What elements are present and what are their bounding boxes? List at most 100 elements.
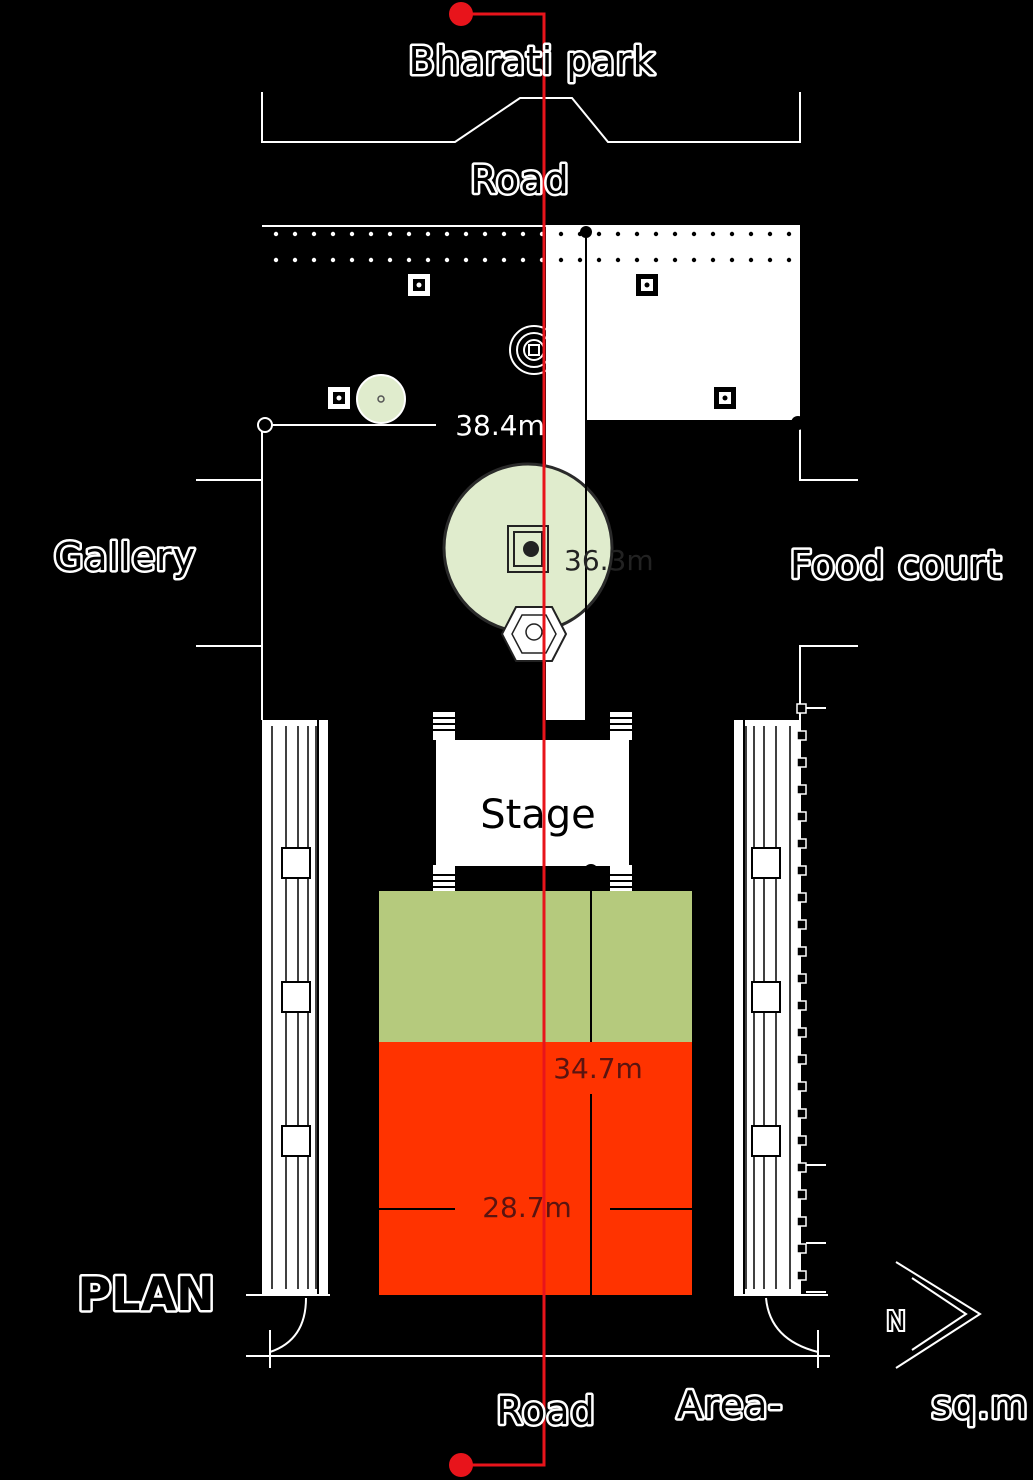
dot-marker bbox=[672, 231, 678, 237]
upper-courtyard bbox=[546, 226, 800, 720]
lamp-marker bbox=[636, 274, 658, 296]
stage-block: Stage bbox=[433, 712, 632, 893]
dot-marker bbox=[387, 231, 393, 237]
dimension-label-depth-upper: 36.3m bbox=[564, 544, 654, 577]
fence-post bbox=[796, 1270, 807, 1281]
dot-marker bbox=[482, 257, 488, 263]
dot-marker bbox=[748, 231, 754, 237]
fence-post bbox=[796, 892, 807, 903]
dot-marker bbox=[767, 257, 773, 263]
dot-marker bbox=[558, 257, 564, 263]
dot-marker bbox=[786, 257, 792, 263]
fence-post bbox=[796, 784, 807, 795]
dot-marker bbox=[748, 257, 754, 263]
dot-marker bbox=[520, 231, 526, 237]
dot-marker bbox=[463, 231, 469, 237]
dot-marker bbox=[501, 231, 507, 237]
seating-block-left bbox=[262, 720, 328, 1295]
stage-label: Stage bbox=[480, 792, 596, 838]
hexagon-kiosk-icon bbox=[500, 606, 568, 662]
fence-post bbox=[796, 1162, 807, 1173]
area-label: Area- bbox=[677, 1383, 783, 1427]
fence-post bbox=[796, 919, 807, 930]
dot-marker bbox=[710, 231, 716, 237]
dot-marker bbox=[273, 257, 279, 263]
fence-post bbox=[796, 1243, 807, 1254]
dot-marker bbox=[463, 257, 469, 263]
dot-marker bbox=[406, 257, 412, 263]
dot-marker bbox=[311, 257, 317, 263]
section-cut-line bbox=[449, 2, 546, 1477]
fence-post bbox=[796, 703, 807, 714]
dot-marker bbox=[615, 231, 621, 237]
fence-post bbox=[796, 811, 807, 822]
dot-marker bbox=[330, 257, 336, 263]
dot-marker bbox=[558, 231, 564, 237]
dot-marker bbox=[501, 257, 507, 263]
dot-marker bbox=[786, 231, 792, 237]
dot-marker bbox=[311, 231, 317, 237]
fence-post bbox=[796, 865, 807, 876]
dot-marker bbox=[634, 231, 640, 237]
dot-marker bbox=[349, 257, 355, 263]
dot-marker bbox=[406, 231, 412, 237]
fence-post bbox=[796, 1081, 807, 1092]
dot-marker bbox=[368, 257, 374, 263]
dotted-tree-rows bbox=[273, 231, 792, 263]
dimension-depth-lower: 34.7m bbox=[553, 864, 643, 1353]
dot-marker bbox=[691, 257, 697, 263]
fence-post bbox=[796, 1054, 807, 1065]
dot-marker bbox=[444, 231, 450, 237]
plan-title: PLAN bbox=[77, 1267, 214, 1321]
seating-stair bbox=[281, 981, 311, 1013]
dot-marker bbox=[577, 257, 583, 263]
dot-marker bbox=[292, 257, 298, 263]
dot-marker bbox=[729, 257, 735, 263]
fence-post bbox=[796, 973, 807, 984]
dot-marker bbox=[615, 257, 621, 263]
dot-marker bbox=[653, 257, 659, 263]
dot-marker bbox=[767, 231, 773, 237]
fountain-icon bbox=[509, 325, 559, 375]
dimension-depth-upper: 36.3m bbox=[564, 226, 654, 735]
dot-marker bbox=[425, 257, 431, 263]
label-road-bottom: Road bbox=[496, 1389, 595, 1433]
fence-post bbox=[796, 946, 807, 957]
lawn-area bbox=[379, 891, 692, 1042]
dot-marker bbox=[444, 257, 450, 263]
seating-stair bbox=[751, 847, 781, 879]
fence-post bbox=[796, 838, 807, 849]
label-road-top: Road bbox=[470, 158, 569, 202]
label-bharati-park: Bharati park bbox=[409, 39, 656, 83]
lamp-marker bbox=[714, 387, 736, 409]
dimension-label-width-upper: 38.4m bbox=[455, 409, 545, 442]
bottom-boundary bbox=[246, 1294, 830, 1368]
dot-marker bbox=[672, 257, 678, 263]
dimension-label-depth-lower: 34.7m bbox=[553, 1052, 643, 1085]
lamp-marker bbox=[408, 274, 430, 296]
dot-marker bbox=[292, 231, 298, 237]
seating-stair bbox=[751, 1125, 781, 1157]
dot-marker bbox=[425, 231, 431, 237]
area-unit: sq.m bbox=[931, 1383, 1028, 1427]
dot-marker bbox=[729, 231, 735, 237]
small-tree-icon bbox=[356, 374, 406, 424]
lamp-marker bbox=[328, 387, 350, 409]
dot-marker bbox=[520, 257, 526, 263]
dot-marker bbox=[653, 231, 659, 237]
label-food-court: Food court bbox=[790, 543, 1002, 587]
fence-post bbox=[796, 1108, 807, 1119]
dot-marker bbox=[710, 257, 716, 263]
dot-marker bbox=[330, 231, 336, 237]
fence-post bbox=[796, 1189, 807, 1200]
fence-post bbox=[796, 1000, 807, 1011]
dot-marker bbox=[387, 257, 393, 263]
fence-posts bbox=[796, 703, 826, 1293]
plaza-area bbox=[379, 1042, 692, 1295]
fence-post bbox=[796, 730, 807, 741]
fence-post bbox=[796, 1135, 807, 1146]
fence-post bbox=[796, 1027, 807, 1038]
dimension-label-width-lower: 28.7m bbox=[482, 1191, 572, 1224]
seating-stair bbox=[281, 1125, 311, 1157]
